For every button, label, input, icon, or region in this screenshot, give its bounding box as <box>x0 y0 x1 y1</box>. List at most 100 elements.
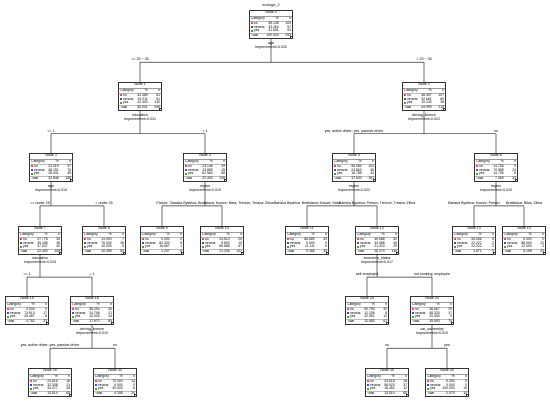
header-count: n <box>395 231 397 236</box>
branch-label: Banska Bystrica; Bratislava; Kosice; Nit… <box>170 200 274 205</box>
total-label: Total <box>30 392 38 396</box>
category-name: neutral <box>34 168 45 172</box>
branch-label: no <box>494 128 498 133</box>
total-label: Total <box>367 392 375 396</box>
category-name: yes <box>457 245 463 249</box>
category-percent: 26.087 <box>24 314 35 319</box>
category-cell: neutral <box>411 312 427 316</box>
category-percent: 10.000 <box>101 244 112 249</box>
category-count: 103 <box>285 20 291 25</box>
category-count: 16 <box>403 378 407 383</box>
category-name: no <box>290 237 294 241</box>
category-cell: yes <box>356 245 372 249</box>
category-name: yes <box>415 315 421 319</box>
total-percent: 100.000 <box>266 33 279 38</box>
category-percent: 24.211 <box>137 96 148 101</box>
category-percent: 19.140 <box>421 100 432 105</box>
category-name: neutral <box>188 168 199 172</box>
expand-toggle-icon <box>406 394 409 398</box>
header-count: n <box>514 158 516 163</box>
node-table-header: Category%n <box>184 158 226 165</box>
category-count: 38 <box>56 240 60 245</box>
expand-toggle-icon <box>466 394 469 398</box>
header-count: n <box>240 231 242 236</box>
category-cell: neutral <box>333 169 349 173</box>
category-percent: 0.000 <box>523 236 532 241</box>
category-count: 76 <box>67 167 71 172</box>
header-category: Category <box>185 159 199 163</box>
header-percent: % <box>166 231 170 236</box>
category-percent: 11.111 <box>305 244 315 249</box>
category-name: no <box>479 164 483 168</box>
node-title: Node 15 <box>6 297 48 303</box>
category-count: 97 <box>287 24 291 29</box>
category-swatch-icon <box>504 245 506 248</box>
total-label: Total <box>185 177 193 181</box>
category-cell: no <box>83 238 99 242</box>
split-improvement: Improvement=0.010 <box>415 330 449 335</box>
split-variable: age <box>48 183 54 188</box>
header-percent: % <box>119 373 123 378</box>
category-name: neutral <box>507 241 518 245</box>
category-cell: yes <box>503 245 519 249</box>
header-category: Category <box>95 374 109 378</box>
category-count: 15 <box>221 167 225 172</box>
branch-label: yes, active driver; yes, passive driver <box>20 343 80 348</box>
category-count: 0 <box>465 378 467 383</box>
header-percent: % <box>358 158 362 163</box>
node-table-header: Category%n <box>83 232 125 238</box>
header-count: n <box>289 15 291 20</box>
category-swatch-icon <box>185 164 187 167</box>
total-count: 65 <box>59 391 71 396</box>
header-count: n <box>223 158 225 163</box>
header-category: Category <box>120 88 134 92</box>
header-percent: % <box>428 87 432 92</box>
header-percent: % <box>96 301 100 306</box>
category-swatch-icon <box>84 241 86 244</box>
category-name: yes <box>23 245 29 249</box>
category-swatch-icon <box>427 383 429 386</box>
total-count: 34 <box>505 176 517 181</box>
header-percent: % <box>275 15 279 20</box>
total-label: Total <box>412 320 420 324</box>
category-count: 45 <box>67 171 71 176</box>
category-cell: neutral <box>426 384 442 388</box>
node-title: Node 1 <box>119 83 161 89</box>
category-percent: 14.706 <box>493 171 504 176</box>
category-cell: yes <box>94 387 110 391</box>
total-label: Total <box>357 250 365 254</box>
header-count: n <box>450 301 452 306</box>
total-label: Total <box>347 320 355 324</box>
split-variable: age <box>268 40 274 45</box>
node-table-header: Category%n <box>71 301 113 308</box>
category-percent: 24.863 <box>351 167 362 172</box>
node-title: Node 6 <box>475 154 517 160</box>
category-percent: 9.804 <box>221 240 230 245</box>
category-cell: no <box>356 238 372 242</box>
category-count: 16 <box>66 378 70 383</box>
category-percent: 28.431 <box>48 171 59 176</box>
category-cell: no <box>201 238 217 242</box>
category-name: no <box>34 164 38 168</box>
